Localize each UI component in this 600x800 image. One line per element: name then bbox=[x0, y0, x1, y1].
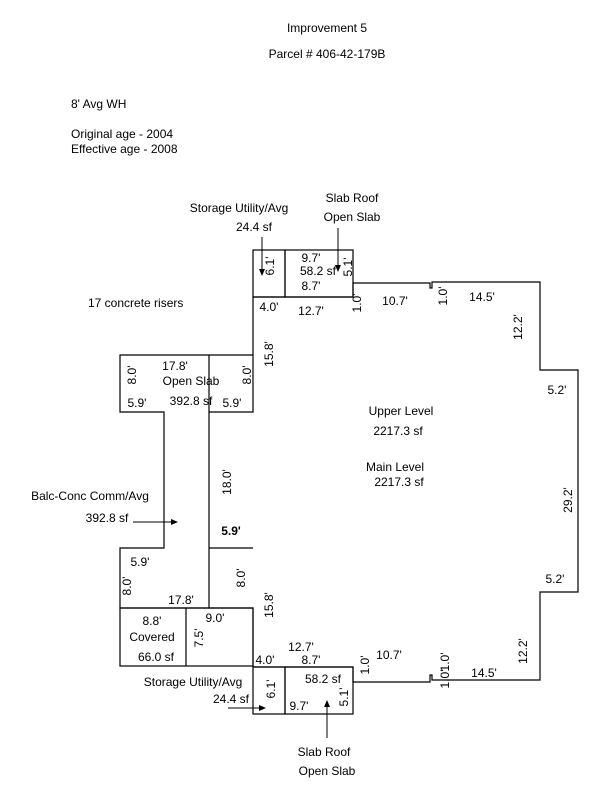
dim-balc-17-8: 17.8' bbox=[168, 593, 194, 607]
dim-bottom-12-7: 12.7' bbox=[288, 640, 314, 654]
dim-bottom-1-0-a: 1.0' bbox=[358, 656, 372, 675]
dim-open-slab-5-9-left: 5.9' bbox=[128, 396, 147, 410]
slab-bottom-box bbox=[284, 666, 354, 715]
main-level-area: 2217.3 sf bbox=[374, 475, 424, 489]
parcel-number: Parcel # 406-42-179B bbox=[269, 47, 386, 61]
dim-right-5-2-top: 5.2' bbox=[548, 383, 567, 397]
slab-bottom-label-1: Slab Roof bbox=[298, 745, 351, 759]
storage-bottom-label: Storage Utility/Avg bbox=[144, 675, 243, 689]
dim-bottom-slab-5-1: 5.1' bbox=[337, 688, 351, 707]
dim-bottom-8-7: 8.7' bbox=[302, 653, 321, 667]
risers-note: 17 concrete risers bbox=[88, 296, 183, 310]
dim-top-slab-width: 9.7' bbox=[302, 251, 321, 265]
open-slab-outline bbox=[119, 354, 209, 609]
dim-bottom-slab-width: 9.7' bbox=[290, 699, 309, 713]
dim-top-storage-6-1: 6.1' bbox=[263, 257, 277, 276]
effective-age-note: Effective age - 2008 bbox=[71, 142, 178, 156]
dim-balc-5-9: 5.9' bbox=[131, 555, 150, 569]
slab-top-box bbox=[284, 249, 354, 298]
dim-left-15-8-bottom: 15.8' bbox=[262, 592, 276, 618]
dim-right-5-2-bottom: 5.2' bbox=[546, 572, 565, 586]
dim-top-12-7: 12.7' bbox=[298, 304, 324, 318]
dim-covered-8-8: 8.8' bbox=[143, 614, 162, 628]
arrow-slab-bottom bbox=[324, 700, 330, 738]
dim-right-29-2: 29.2' bbox=[561, 487, 575, 513]
storage-bottom-area: 24.4 sf bbox=[213, 692, 250, 706]
dim-open-slab-8-0-right: 8.0' bbox=[240, 366, 254, 385]
open-slab-area: 392.8 sf bbox=[170, 394, 213, 408]
dim-top-slab-5-1: 5.1' bbox=[341, 258, 355, 277]
covered-label: Covered bbox=[129, 630, 174, 644]
dim-balc-8-0-left: 8.0' bbox=[120, 577, 134, 596]
balcony-label: Balc-Conc Comm/Avg bbox=[31, 489, 149, 503]
dim-bottom-1-0-b: 1.0' bbox=[438, 653, 452, 672]
slab-bottom-area: 58.2 sf bbox=[305, 672, 342, 686]
dim-right-12-2-bottom: 12.2' bbox=[516, 638, 530, 664]
upper-level-label: Upper Level bbox=[369, 404, 434, 418]
dim-bottom-4: 4.0' bbox=[256, 653, 275, 667]
main-level-outline bbox=[208, 281, 579, 683]
dim-bottom-14-5: 14.5' bbox=[471, 666, 497, 680]
sketch-title: Improvement 5 bbox=[287, 21, 367, 35]
slab-top-label-2: Open Slab bbox=[324, 210, 381, 224]
arrow-storage-top bbox=[259, 237, 265, 276]
slab-top-area: 58.2 sf bbox=[300, 264, 337, 278]
dim-top-1-0-b: 1.0' bbox=[436, 287, 450, 306]
dim-balc-8-0-right: 8.0' bbox=[234, 569, 248, 588]
dim-open-slab-17-8: 17.8' bbox=[162, 359, 188, 373]
dim-open-slab-8-0-left: 8.0' bbox=[125, 366, 139, 385]
dim-open-slab-5-9-right: 5.9' bbox=[223, 396, 242, 410]
dim-bottom-10-7: 10.7' bbox=[376, 648, 402, 662]
storage-top-area: 24.4 sf bbox=[236, 220, 273, 234]
open-slab-label: Open Slab bbox=[163, 374, 220, 388]
slab-bottom-label-2: Open Slab bbox=[299, 764, 356, 778]
dim-top-14-5: 14.5' bbox=[469, 290, 495, 304]
dim-left-15-8-top: 15.8' bbox=[262, 341, 276, 367]
dim-covered-9-0: 9.0' bbox=[206, 611, 225, 625]
dim-bottom-storage-6-1: 6.1' bbox=[264, 680, 278, 699]
arrow-storage-bottom bbox=[228, 705, 266, 711]
wall-height-note: 8' Avg WH bbox=[71, 97, 126, 111]
dim-neck-5-9: 5.9' bbox=[221, 524, 241, 538]
main-level-label: Main Level bbox=[366, 460, 424, 474]
dim-bottom-1-0-c: 1.0' bbox=[438, 670, 452, 689]
upper-level-area: 2217.3 sf bbox=[373, 424, 423, 438]
dim-top-4: 4.0' bbox=[260, 300, 279, 314]
slab-top-label-1: Slab Roof bbox=[326, 191, 379, 205]
dim-covered-7-5: 7.5' bbox=[192, 629, 206, 648]
original-age-note: Original age - 2004 bbox=[71, 127, 173, 141]
arrow-balcony bbox=[133, 519, 178, 525]
arrow-slab-top bbox=[335, 228, 341, 272]
storage-top-label: Storage Utility/Avg bbox=[190, 201, 289, 215]
dim-right-12-2-top: 12.2' bbox=[511, 314, 525, 340]
dim-top-slab-width-inner: 8.7' bbox=[302, 279, 321, 293]
dim-top-1-0-a: 1.0' bbox=[350, 294, 364, 313]
balcony-area: 392.8 sf bbox=[86, 511, 129, 525]
dim-top-10-7: 10.7' bbox=[382, 294, 408, 308]
covered-area: 66.0 sf bbox=[138, 650, 175, 664]
dim-neck-18-0: 18.0' bbox=[220, 469, 234, 495]
